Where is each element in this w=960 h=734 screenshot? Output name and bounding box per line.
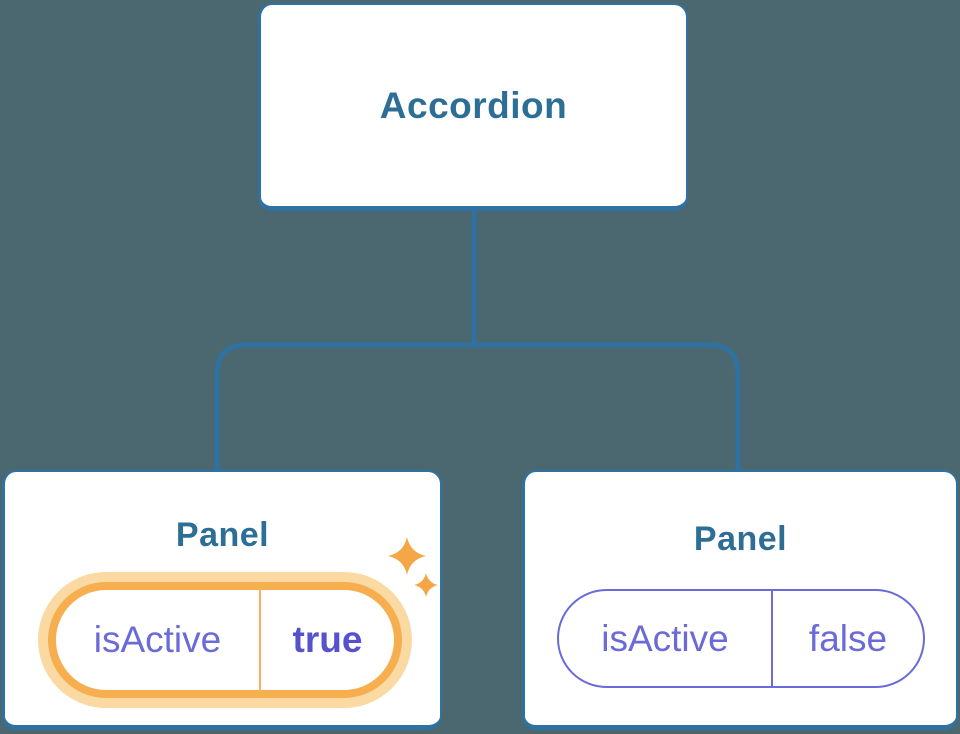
- sparkle-large: [388, 537, 426, 575]
- prop-name: isActive: [56, 590, 261, 690]
- connector-branch: [214, 342, 741, 472]
- node-panel-inactive: Panel isActive false: [522, 470, 958, 730]
- sparkles-icon: [388, 537, 438, 597]
- panel-node-label: Panel: [175, 516, 270, 554]
- prop-name: isActive: [559, 591, 773, 686]
- prop-pill-highlighted: isActive true: [48, 582, 402, 698]
- prop-value: false: [808, 617, 888, 659]
- prop-pill-plain: isActive false: [557, 589, 925, 688]
- accordion-node-label: Accordion: [379, 84, 568, 126]
- node-panel-active: Panel isActive true: [2, 470, 442, 730]
- sparkle-small: [414, 573, 438, 597]
- prop-value: true: [292, 619, 363, 660]
- panel-node-label: Panel: [693, 520, 788, 558]
- node-accordion: Accordion: [258, 3, 688, 211]
